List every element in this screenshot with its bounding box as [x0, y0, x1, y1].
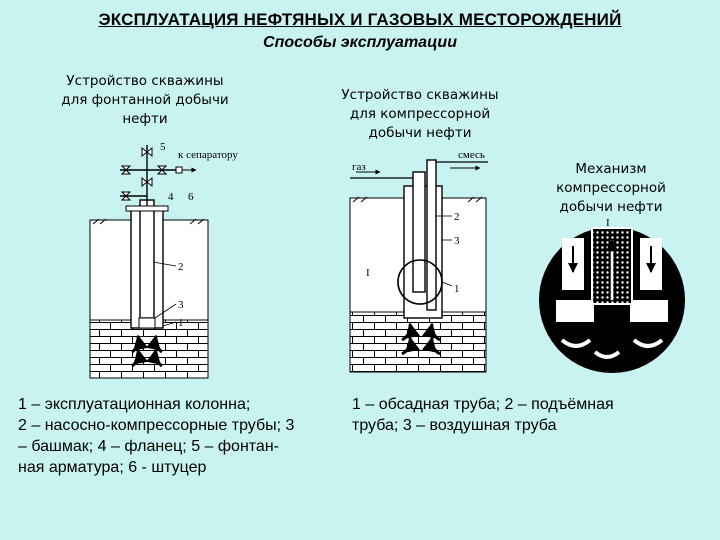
compressor-well-diagram: газ смесь I 2 3 1 — [349, 149, 488, 373]
mechanism-diagram: I — [539, 217, 685, 373]
svg-text:5: 5 — [160, 141, 166, 153]
label-separator: к сепаратору — [178, 149, 238, 161]
compressor-well-caption: Устройство скважины для компрессорной до… — [341, 87, 499, 141]
svg-text:газ: газ — [352, 161, 366, 173]
page-subtitle: Способы эксплуатации — [263, 34, 457, 51]
fountain-well-diagram: к сепаратору 5 4 6 2 3 1 — [89, 141, 238, 379]
svg-text:3: 3 — [454, 235, 460, 247]
svg-text:2: 2 — [178, 261, 184, 273]
svg-text:1: 1 — [178, 317, 184, 329]
legend-left: 1 – эксплуатационная колонна; 2 – насосн… — [18, 396, 295, 476]
svg-text:4: 4 — [168, 191, 174, 203]
svg-text:смесь: смесь — [458, 149, 485, 161]
fountain-well-caption: Устройство скважины для фонтанной добычи… — [61, 73, 229, 127]
svg-text:3: 3 — [178, 299, 184, 311]
svg-text:1: 1 — [454, 283, 460, 295]
legend-right: 1 – обсадная труба; 2 – подъёмная труба;… — [352, 396, 614, 434]
svg-text:I: I — [606, 217, 610, 229]
svg-text:6: 6 — [188, 191, 194, 203]
mechanism-caption: Механизм компрессорной добычи нефти — [556, 161, 666, 215]
svg-text:I: I — [366, 267, 370, 279]
svg-text:2: 2 — [454, 211, 460, 223]
page-title: ЭКСПЛУАТАЦИЯ НЕФТЯНЫХ И ГАЗОВЫХ МЕСТОРОЖ… — [98, 10, 622, 29]
